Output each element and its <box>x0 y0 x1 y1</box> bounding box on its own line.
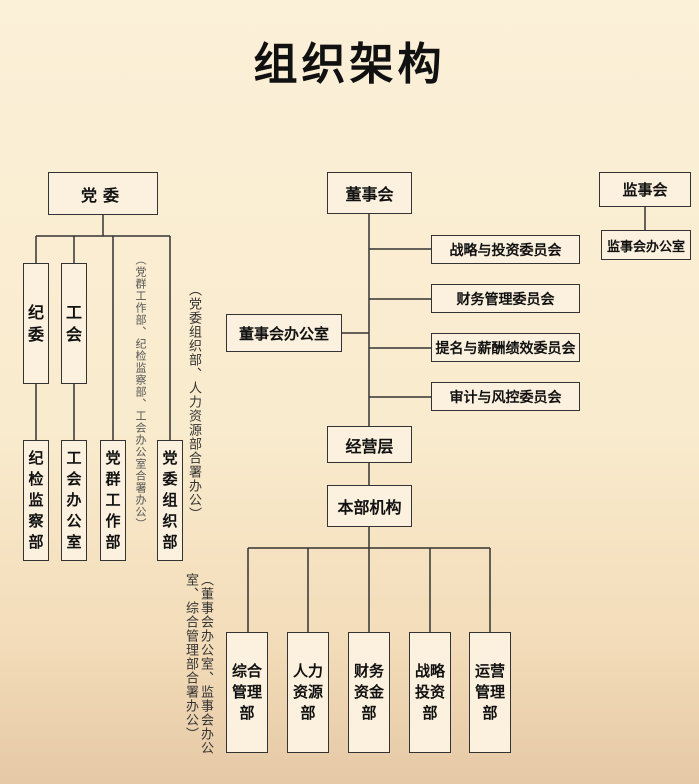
board-of-directors-box: 董事会 <box>327 172 412 214</box>
finance-committee-box: 财务管理委员会 <box>431 284 580 313</box>
offices-merge-note: （董事会办公室、监事会办公室、综合管理部合署办公） <box>183 573 213 755</box>
page-title: 组织架构 <box>253 39 446 90</box>
dept-general-management: 综合管理部 <box>226 632 268 753</box>
union-box: 工会 <box>61 263 87 384</box>
dept-human-resources: 人力资源部 <box>287 632 329 753</box>
party-unit-union-office: 工会办公室 <box>61 440 87 561</box>
board-office-box: 董事会办公室 <box>226 314 342 352</box>
organization-merge-note: （党委组织部、人力资源部合署办公） <box>186 283 201 521</box>
mass-work-merge-note: （党群工作部、纪检监察部、工会办公室合署办公） <box>134 254 147 530</box>
dept-finance: 财务资金部 <box>348 632 390 753</box>
supervisory-board-box: 监事会 <box>599 172 691 207</box>
discipline-committee-box: 纪委 <box>23 263 49 384</box>
hq-departments-box: 本部机构 <box>327 485 412 527</box>
audit-risk-committee-box: 审计与风控委员会 <box>431 382 580 411</box>
nomination-compensation-committee-box: 提名与薪酬绩效委员会 <box>431 333 580 362</box>
dept-strategic-investment: 战略投资部 <box>409 632 451 753</box>
dept-operations: 运营管理部 <box>469 632 511 753</box>
strategy-investment-committee-box: 战略与投资委员会 <box>431 235 580 264</box>
party-unit-mass-work: 党群工作部 <box>100 440 126 561</box>
party-committee-box: 党委 <box>48 172 158 215</box>
supervisory-office-box: 监事会办公室 <box>601 230 691 260</box>
management-box: 经营层 <box>327 426 412 463</box>
party-unit-discipline-inspection: 纪检监察部 <box>23 440 49 561</box>
party-unit-organization: 党委组织部 <box>157 440 183 561</box>
